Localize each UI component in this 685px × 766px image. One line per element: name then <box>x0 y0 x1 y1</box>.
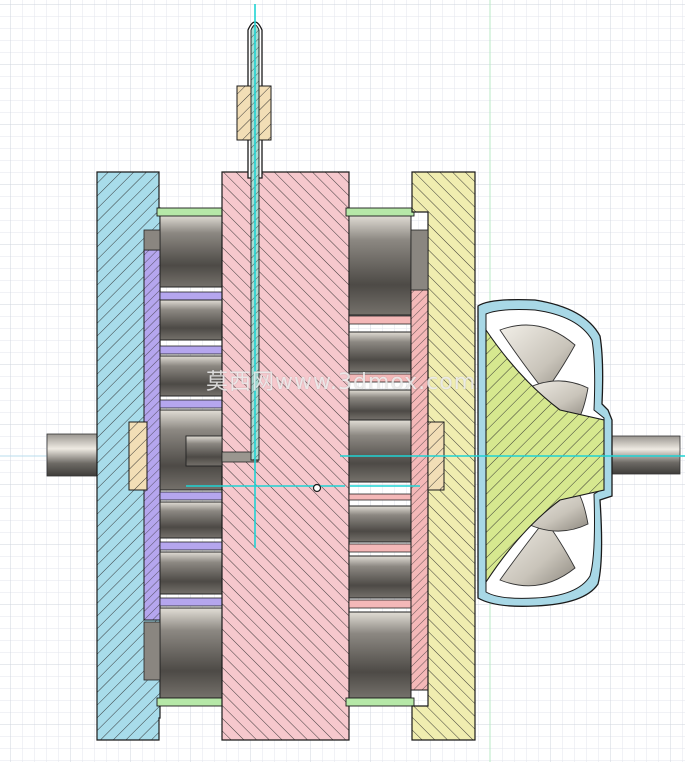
left-plug-hatch <box>129 422 147 490</box>
right-inner-sleeve <box>348 289 429 691</box>
right-end-plate-bottom <box>345 697 415 707</box>
center-bore <box>185 435 223 467</box>
left-end-plate-top <box>156 207 226 217</box>
center-point <box>312 483 322 493</box>
right-housing-notch-top <box>410 229 429 291</box>
main-shaft-right <box>603 435 681 475</box>
right-end-plate-top <box>345 207 415 217</box>
left-end-plate-bottom <box>156 697 226 707</box>
watermark-text: 莫西网www.3dmox.com <box>206 370 477 395</box>
main-shaft-left <box>46 433 106 477</box>
